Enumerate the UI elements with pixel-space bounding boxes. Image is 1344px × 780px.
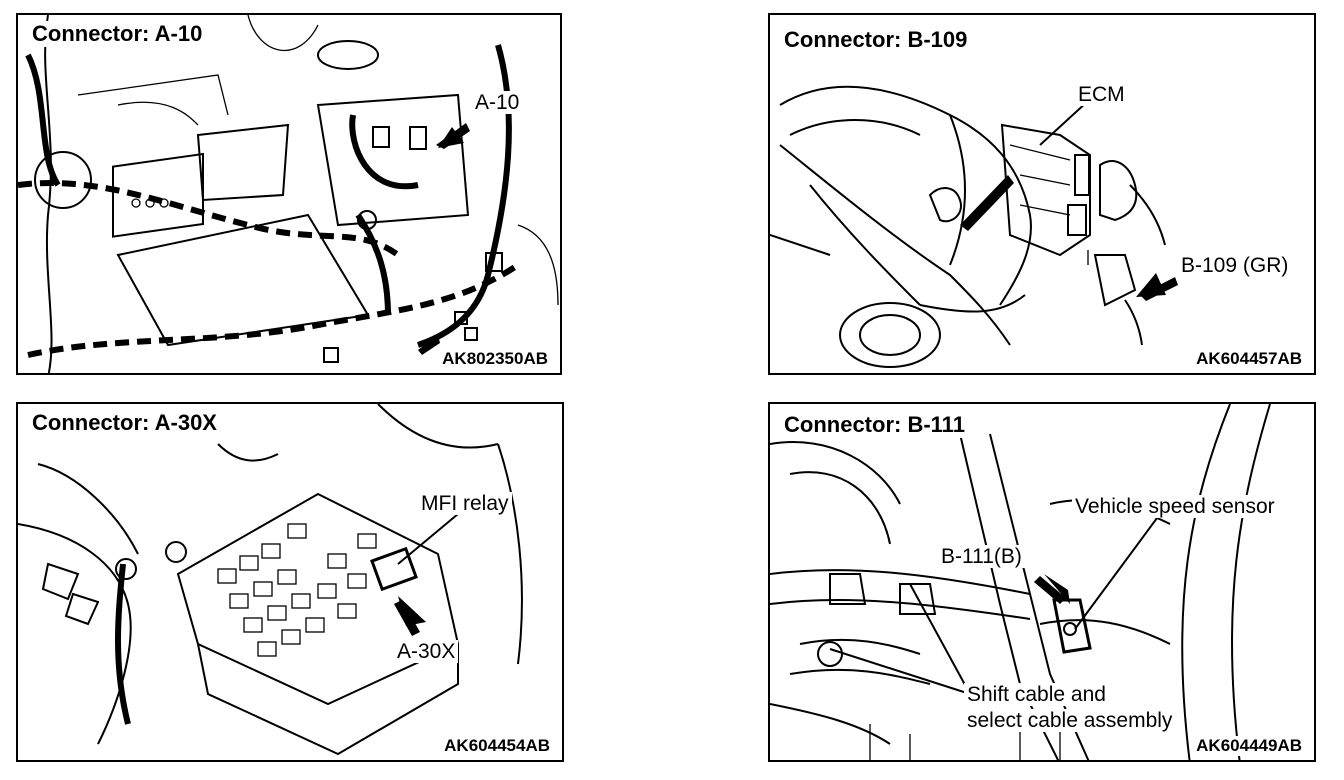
a30x-illustration bbox=[18, 404, 523, 756]
b109-illustration bbox=[770, 85, 1178, 368]
panel-a10-label-a10: A-10 bbox=[472, 91, 523, 115]
panel-b111-label-b111: B-111(B) bbox=[938, 545, 1025, 569]
panel-b109-code: AK604457AB bbox=[1194, 349, 1304, 369]
panel-b109: Connector: B-109 ECM B-109 (GR) AK604457… bbox=[768, 13, 1316, 375]
panel-a30x: Connector: A-30X MFI relay A-30X AK60445… bbox=[16, 402, 564, 762]
panel-b109-title: Connector: B-109 bbox=[780, 27, 972, 53]
panel-b111-label-vss: Vehicle speed sensor bbox=[1072, 495, 1278, 519]
panel-a30x-label-a30x: A-30X bbox=[394, 640, 459, 664]
panel-a30x-label-mfi: MFI relay bbox=[418, 492, 512, 516]
panel-b109-label-ecm: ECM bbox=[1075, 83, 1128, 107]
panel-a10-code: AK802350AB bbox=[440, 349, 550, 369]
panel-a10-title: Connector: A-10 bbox=[28, 21, 207, 47]
panel-b111-title: Connector: B-111 bbox=[780, 412, 969, 438]
panel-a10: Connector: A-10 A-10 AK802350AB bbox=[16, 13, 562, 375]
panel-a30x-code: AK604454AB bbox=[442, 736, 552, 756]
panel-b111: Connector: B-111 Vehicle speed sensor B-… bbox=[768, 402, 1316, 762]
panel-a30x-title: Connector: A-30X bbox=[28, 410, 221, 436]
a10-illustration bbox=[18, 15, 559, 373]
panel-b111-label-shift1: Shift cable and bbox=[964, 683, 1109, 707]
panel-b111-code: AK604449AB bbox=[1194, 736, 1304, 756]
panel-b111-label-shift2: select cable assembly bbox=[964, 709, 1176, 733]
panel-b109-label-b109: B-109 (GR) bbox=[1178, 254, 1292, 278]
